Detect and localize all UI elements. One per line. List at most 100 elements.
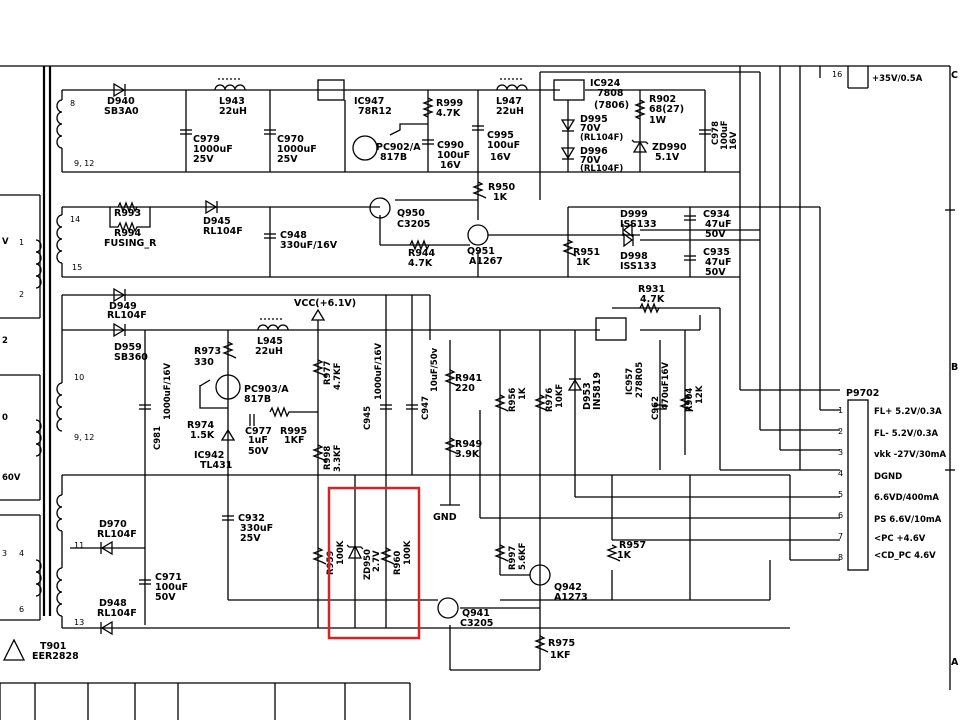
resistor-r997: R997 5.6KF	[494, 542, 528, 570]
p9702-pin8-num: 8	[838, 553, 843, 562]
ic947: IC947 78R12	[317, 79, 392, 117]
p9702-pin7-label: <PC +4.6V	[874, 534, 926, 544]
c990-voltage: 16V	[440, 160, 461, 171]
top-right-label: +35V/0.5A	[872, 74, 923, 84]
pin-9-12-b: 9, 12	[74, 433, 94, 442]
r902-power: 1W	[649, 115, 667, 126]
d959-ref: D959	[114, 342, 142, 353]
r904-ref: R904	[685, 388, 695, 412]
l945-ref: L945	[257, 336, 283, 347]
c977-ref: C977	[245, 426, 272, 437]
r999-ref: R999	[436, 98, 463, 109]
r995-ref: R995	[280, 426, 307, 437]
d995-part2: (RL104F)	[580, 133, 623, 143]
r951-ref: R951	[573, 247, 600, 258]
d996-ref: D996	[580, 146, 608, 157]
r997-value: 5.6KF	[518, 542, 528, 570]
r994-value: FUSING_R	[104, 238, 157, 249]
r960-value: 100K	[403, 540, 413, 565]
inductor-l947: L947 22uH	[496, 78, 528, 117]
diode-d949: D949 RL104F	[107, 287, 147, 321]
r973-ref: R973	[194, 346, 221, 357]
resistor-r957: R957 1K	[606, 540, 646, 562]
r956-value: 1K	[518, 387, 528, 400]
d953-part: IN5819	[592, 372, 603, 410]
pin-14: 14	[70, 215, 80, 224]
q950-part: C3205	[397, 219, 430, 230]
pin-9-12-a: 9, 12	[74, 159, 94, 168]
ic924: IC924 7808 (7806)	[553, 78, 629, 111]
capacitor-c977: C977 1uF 50V	[245, 414, 272, 457]
resistor-r950: R950 1K	[472, 181, 516, 203]
transistor-q942: Q942 A1273	[529, 564, 588, 603]
capacitor-c978: C978 100uF 16V	[699, 120, 739, 150]
r902-value: 68(27)	[649, 104, 684, 115]
r904-value: 12K	[695, 385, 705, 404]
resistor-r931: R931 4.7K	[638, 284, 665, 314]
r973-value: 330	[194, 357, 214, 368]
diode-d953: D953 IN5819	[567, 372, 603, 410]
c947-value: 10uF/50v	[430, 347, 440, 392]
ic942: IC942 TL431	[194, 428, 236, 471]
vcc-label: VCC(+6.1V)	[294, 298, 356, 309]
resistor-r999: R999 4.7K	[422, 97, 463, 119]
r998-ref: R998	[323, 446, 333, 470]
c977-value: 1uF	[248, 435, 268, 446]
c978-value: 100uF	[720, 120, 730, 150]
left-fragment-0: 0	[2, 413, 8, 423]
d940-ref: D940	[107, 96, 135, 107]
c948-ref: C948	[280, 230, 307, 241]
c935-voltage: 50V	[705, 267, 726, 278]
r999-value: 4.7K	[436, 108, 461, 119]
q942-ref: Q942	[554, 582, 582, 593]
capacitor-c935: C935 47uF 50V	[684, 247, 731, 278]
pc902-part: 817B	[380, 152, 407, 163]
l947-value: 22uH	[496, 106, 524, 117]
capacitor-c947: C947 10uF/50v	[406, 347, 440, 420]
r974-ref: R974	[187, 420, 215, 431]
c945-ref: C945	[363, 406, 373, 430]
c990-ref: C990	[437, 140, 464, 151]
p9702-pin4-label: DGND	[874, 472, 902, 482]
pin-8: 8	[70, 99, 75, 108]
p9702-pin6-num: 6	[838, 511, 843, 520]
diode-d948: D948 RL104F	[97, 598, 137, 636]
capacitor-c945: C945 1000uF/16V	[363, 343, 392, 430]
r950-ref: R950	[488, 182, 516, 193]
c935-ref: C935	[703, 247, 730, 258]
d996-part: 70V	[580, 155, 601, 166]
transistor-q951: Q951 A1267	[467, 224, 503, 267]
pin-1: 1	[19, 238, 24, 247]
p9702-pin3-label: vkk -27V/30mA	[874, 450, 947, 460]
c971-value: 100uF	[155, 582, 188, 593]
c932-value: 330uF	[240, 523, 273, 534]
diode-d999: D999 ISS133	[620, 209, 657, 238]
t901-part: EER2828	[32, 651, 79, 662]
p9702-pin1-num: 1	[838, 406, 843, 415]
d948-part: RL104F	[97, 608, 137, 619]
ic957-ref: IC957	[625, 368, 635, 395]
capacitor-c962: C962 470uF16V	[651, 362, 671, 420]
d999-ref: D999	[620, 209, 648, 220]
opto-pc902: PC902/A 817B	[352, 123, 428, 163]
pc903-ref: PC903/A	[244, 384, 289, 395]
ic947-part: 78R12	[358, 106, 392, 117]
c979-value: 1000uF	[193, 144, 233, 155]
capacitor-c981: C981 1000uF/16V	[139, 363, 173, 450]
warning-triangle-icon	[2, 638, 26, 661]
q951-part: A1267	[469, 256, 503, 267]
l943-value: 22uH	[219, 106, 247, 117]
r944-value: 4.7K	[408, 258, 433, 269]
frame: C B A 16 +35V/0.5A	[0, 65, 959, 720]
r997-ref: R997	[508, 546, 518, 570]
capacitor-c990: C990 100uF 16V	[422, 139, 470, 171]
ic924-ref: IC924	[590, 78, 621, 89]
ic957-part: 278R05	[635, 362, 645, 398]
r944-ref: R944	[408, 248, 436, 259]
pin-3: 3	[2, 549, 7, 558]
capacitor-c970: C970 1000uF 25V	[264, 129, 317, 165]
r957-value: 1K	[617, 550, 632, 561]
r949-value: 3.9K	[455, 449, 480, 460]
zd950-ref: ZD950	[363, 549, 373, 580]
